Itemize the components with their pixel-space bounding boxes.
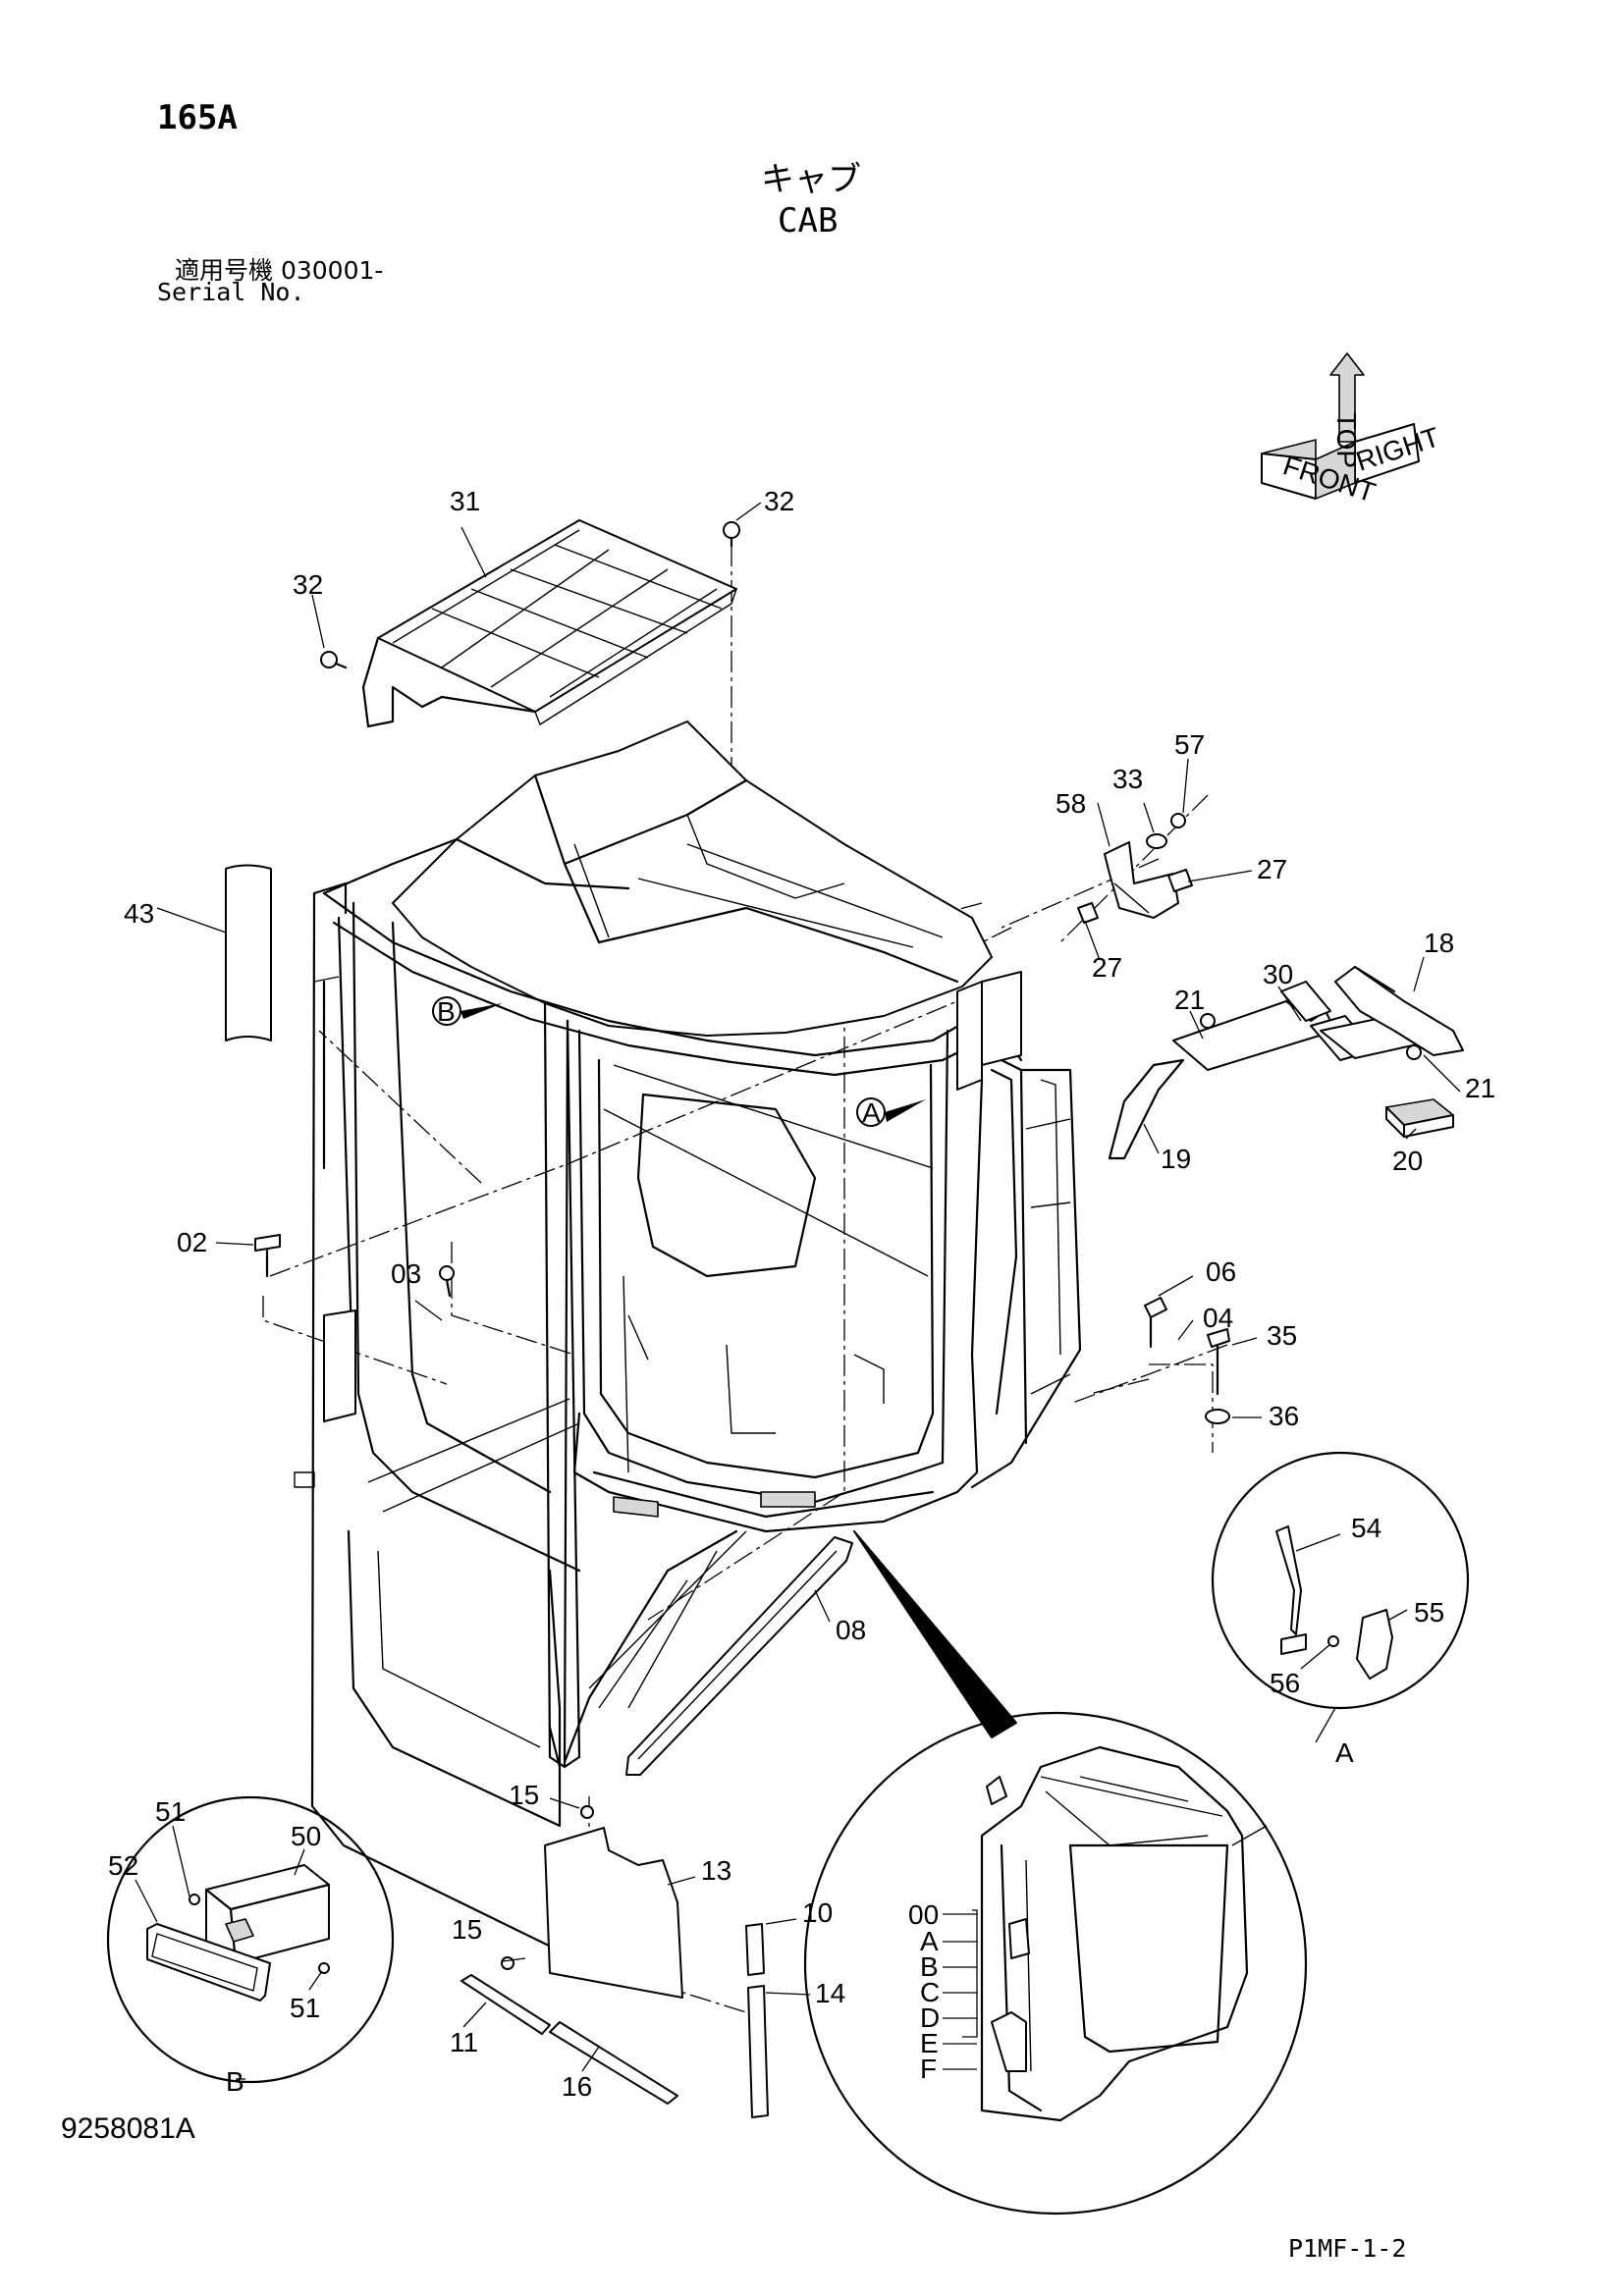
fasteners — [254, 521, 1422, 1970]
callout-36: 36 — [1269, 1401, 1299, 1431]
callout-54: 54 — [1351, 1513, 1381, 1543]
callout-02: 02 — [177, 1227, 207, 1257]
callout-14: 14 — [815, 1978, 845, 2008]
variant-e: E — [920, 2028, 939, 2058]
callout-32-left: 32 — [293, 569, 323, 600]
callout-32-top: 32 — [764, 486, 794, 516]
assembly-view-circle — [803, 1530, 1308, 2216]
callout-13: 13 — [701, 1855, 731, 1886]
title-english: CAB — [778, 201, 839, 240]
callout-43: 43 — [124, 898, 154, 929]
view-markers: B A — [432, 996, 926, 1128]
callout-51-top: 51 — [155, 1796, 186, 1827]
orientation-top-label: TOP — [1331, 412, 1362, 468]
part-18-30-brackets — [1108, 965, 1464, 1160]
callout-16: 16 — [562, 2071, 592, 2102]
callout-00: 00 — [908, 1899, 939, 1930]
leader-lines — [135, 502, 1461, 2080]
callout-57: 57 — [1174, 729, 1205, 760]
callout-31: 31 — [450, 486, 480, 516]
callout-20: 20 — [1392, 1146, 1423, 1176]
callout-30: 30 — [1263, 959, 1293, 989]
serial-number-line: 適用号機 030001- — [175, 251, 383, 287]
callout-10: 10 — [802, 1897, 833, 1928]
orientation-key: FRONT RIGHT TOP — [1261, 352, 1443, 508]
page-reference: P1MF-1-2 — [1288, 2234, 1407, 2263]
part-43-strip — [225, 864, 272, 1041]
view-marker-b: B — [437, 996, 456, 1027]
part-31-roof-guard — [361, 519, 737, 728]
callout-27-right: 27 — [1257, 854, 1287, 884]
callout-15-top: 15 — [509, 1780, 539, 1810]
variant-a: A — [920, 1926, 939, 1956]
callout-58: 58 — [1056, 788, 1086, 819]
variant-f: F — [920, 2054, 937, 2084]
callout-35: 35 — [1267, 1320, 1297, 1351]
callout-51-bottom: 51 — [290, 1993, 320, 2023]
callout-56: 56 — [1270, 1668, 1300, 1698]
callout-19: 19 — [1161, 1144, 1191, 1174]
callout-52: 52 — [108, 1850, 138, 1881]
serial-from: 030001- — [280, 256, 384, 285]
detail-a-circle — [1211, 1451, 1470, 1710]
view-marker-a: A — [862, 1097, 881, 1128]
serial-label-english: Serial No. — [157, 278, 305, 306]
detail-label-b: B — [226, 2066, 244, 2097]
callout-18: 18 — [1424, 928, 1454, 958]
variant-c: C — [920, 1977, 940, 2007]
callout-03: 03 — [391, 1258, 421, 1289]
callout-50: 50 — [291, 1821, 321, 1851]
callout-21-right: 21 — [1465, 1073, 1495, 1103]
callout-04: 04 — [1203, 1303, 1233, 1333]
variant-d: D — [920, 2002, 940, 2033]
part-58-bracket — [1077, 841, 1193, 924]
callout-06: 06 — [1206, 1256, 1236, 1287]
callout-08: 08 — [836, 1615, 866, 1645]
detail-label-a: A — [1335, 1737, 1354, 1768]
callout-labels: 31 32 32 57 33 58 27 27 18 30 21 21 19 2… — [108, 486, 1495, 2102]
callout-11: 11 — [450, 2027, 478, 2057]
detail-b-circle — [106, 1795, 395, 2084]
serial-label-japanese: 適用号機 — [175, 256, 274, 285]
cab-frame — [294, 721, 1082, 1950]
callout-55: 55 — [1414, 1597, 1444, 1628]
lower-parts — [460, 1536, 853, 2118]
page-code: 165A — [157, 98, 238, 137]
callout-15-bottom: 15 — [452, 1914, 482, 1945]
variant-b: B — [920, 1951, 939, 1982]
drawing-number: 9258081A — [61, 2112, 195, 2145]
callout-21-left: 21 — [1174, 985, 1205, 1015]
callout-33: 33 — [1112, 764, 1143, 794]
title-japanese: キャブ — [761, 160, 861, 199]
callout-27-bottom: 27 — [1092, 952, 1122, 983]
